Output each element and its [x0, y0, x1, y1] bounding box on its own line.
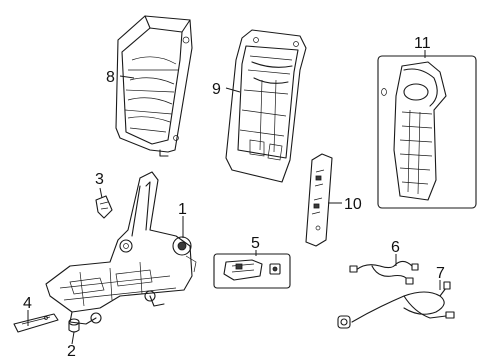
- callout-7: 7: [436, 265, 445, 282]
- part-1-seat-frame: [45, 171, 197, 325]
- part-9-seatback-panel: [225, 29, 307, 183]
- leader-lines: [27, 50, 441, 345]
- callout-8: 8: [106, 69, 115, 86]
- part-10-side-bracket: [305, 153, 333, 247]
- part-6-wire-harness: [349, 260, 419, 285]
- callout-6: 6: [391, 239, 400, 256]
- part-8-seatback-frame: [115, 15, 193, 157]
- callout-1: 1: [178, 201, 187, 218]
- callout-9: 9: [212, 81, 221, 98]
- part-7-cable: [337, 281, 455, 329]
- callout-5: 5: [251, 235, 260, 252]
- part-3-lever: [95, 195, 113, 219]
- callout-11: 11: [414, 35, 431, 52]
- callout-10: 10: [344, 196, 362, 213]
- callout-2: 2: [67, 343, 76, 360]
- part-11-side-cover-box: [377, 55, 477, 209]
- part-5-switch-box: [213, 253, 291, 289]
- callouts: 8 9 11 10 1 3 4 2 5 6 7: [23, 35, 445, 360]
- part-4-strap: [13, 313, 59, 333]
- callout-3: 3: [95, 171, 104, 188]
- callout-4: 4: [23, 295, 32, 312]
